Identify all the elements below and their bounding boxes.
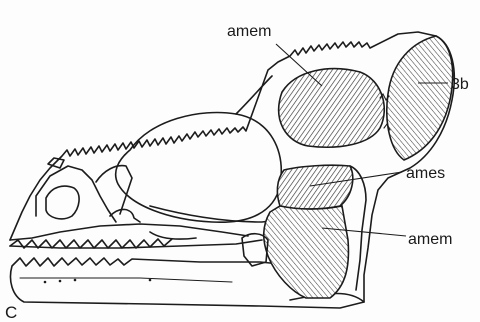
panel-letter: C (5, 303, 17, 322)
label-amem-lower: amem (408, 231, 452, 248)
prefrontal (96, 166, 132, 214)
muscle-3b (387, 36, 453, 160)
muscle-amem-upper (279, 69, 385, 148)
nasal-opening (46, 186, 79, 219)
foramen-dot (59, 280, 62, 283)
label-3b: 3b (451, 76, 469, 93)
foramen-dot (44, 281, 47, 284)
foramen-dot (149, 279, 152, 282)
label-ames: ames (406, 165, 445, 182)
muscle-amem-lower (264, 206, 349, 298)
muscle-ames (277, 165, 352, 209)
foramen-dot (74, 279, 77, 282)
mandible-line (20, 278, 232, 282)
orbit (116, 113, 282, 223)
label-amem-upper: amem (227, 23, 271, 40)
